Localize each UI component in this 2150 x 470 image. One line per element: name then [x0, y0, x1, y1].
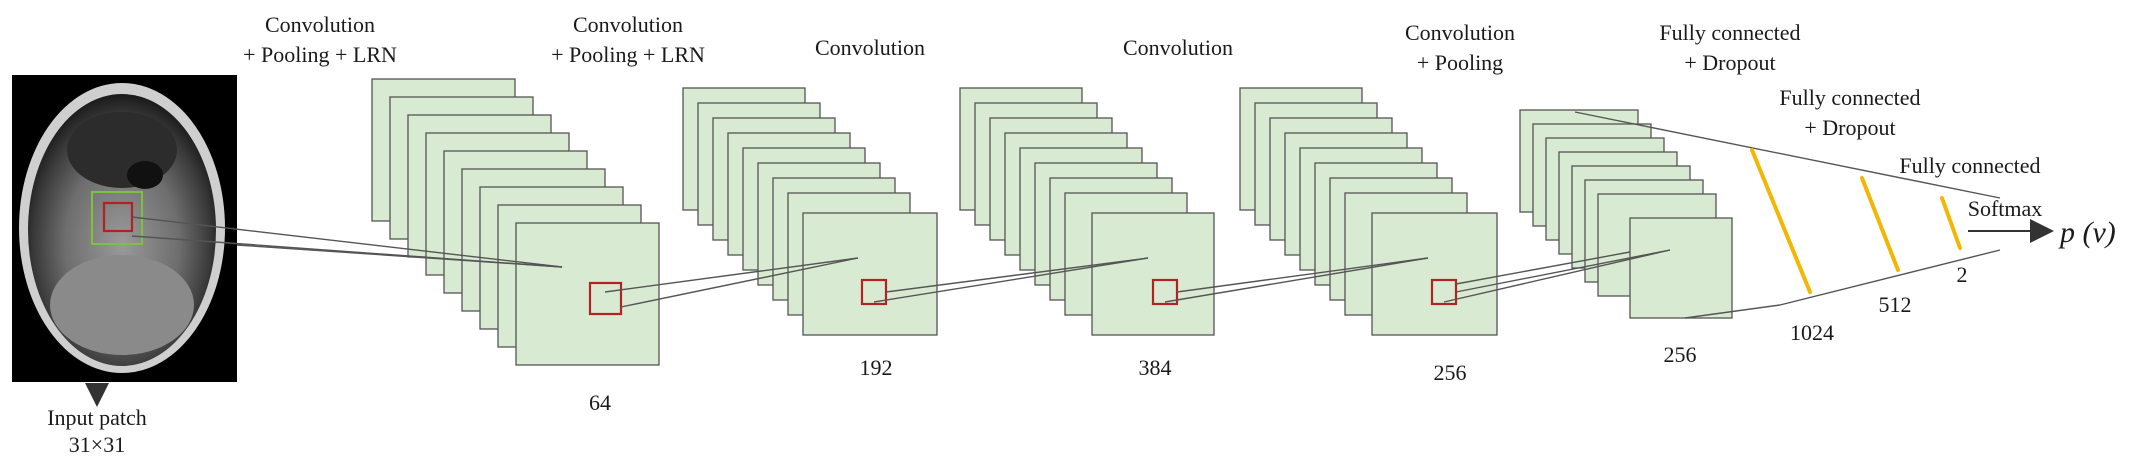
fc3-line: [1942, 198, 1960, 248]
fc1-title-line2: + Dropout: [1684, 50, 1775, 75]
conv3-size-label: 384: [1139, 355, 1172, 380]
conv5-size-label: 256: [1664, 342, 1697, 367]
input-image: [12, 75, 237, 382]
fc2-title-line1: Fully connected: [1779, 85, 1920, 110]
conv5-title-line1: Convolution: [1405, 20, 1515, 45]
fc3-size-label: 2: [1957, 262, 1968, 287]
conv2-title-line1: Convolution: [573, 12, 683, 37]
conv3-map-front: [1092, 213, 1214, 335]
output-probability-label: p (v): [2058, 216, 2116, 249]
conv3-title-line1: Convolution: [815, 35, 925, 60]
cerebellum: [50, 255, 194, 355]
conv1-map-front: [516, 223, 659, 365]
fc1-line: [1752, 150, 1810, 292]
conv4-size-label: 256: [1434, 360, 1467, 385]
softmax-label: Softmax: [1968, 196, 2043, 221]
conv4-map-front: [1372, 213, 1497, 335]
airway: [127, 161, 163, 189]
conv1-block: Convolution + Pooling + LRN 64: [243, 12, 659, 415]
conv5-map-front: [1630, 218, 1732, 318]
fc2-size-label: 512: [1879, 292, 1912, 317]
fc2-line: [1862, 178, 1898, 270]
conv4-title-line1: Convolution: [1123, 35, 1233, 60]
output: Softmax p (v): [1968, 196, 2116, 249]
input-label-line2: 31×31: [69, 432, 125, 457]
fc2-title-line2: + Dropout: [1804, 115, 1895, 140]
fc3-title-line1: Fully connected: [1899, 153, 2040, 178]
conv1-size-label: 64: [589, 390, 611, 415]
conv5-title-line2: + Pooling: [1417, 50, 1503, 75]
conv1-title-line2: + Pooling + LRN: [243, 42, 397, 67]
conv2-size-label: 192: [860, 355, 893, 380]
conv1-title-line1: Convolution: [265, 12, 375, 37]
fc1-size-label: 1024: [1790, 320, 1834, 345]
conv2-map-front: [803, 213, 937, 335]
input-label-line1: Input patch: [47, 405, 147, 430]
conv2-title-line2: + Pooling + LRN: [551, 42, 705, 67]
fc1-title-line1: Fully connected: [1659, 20, 1800, 45]
